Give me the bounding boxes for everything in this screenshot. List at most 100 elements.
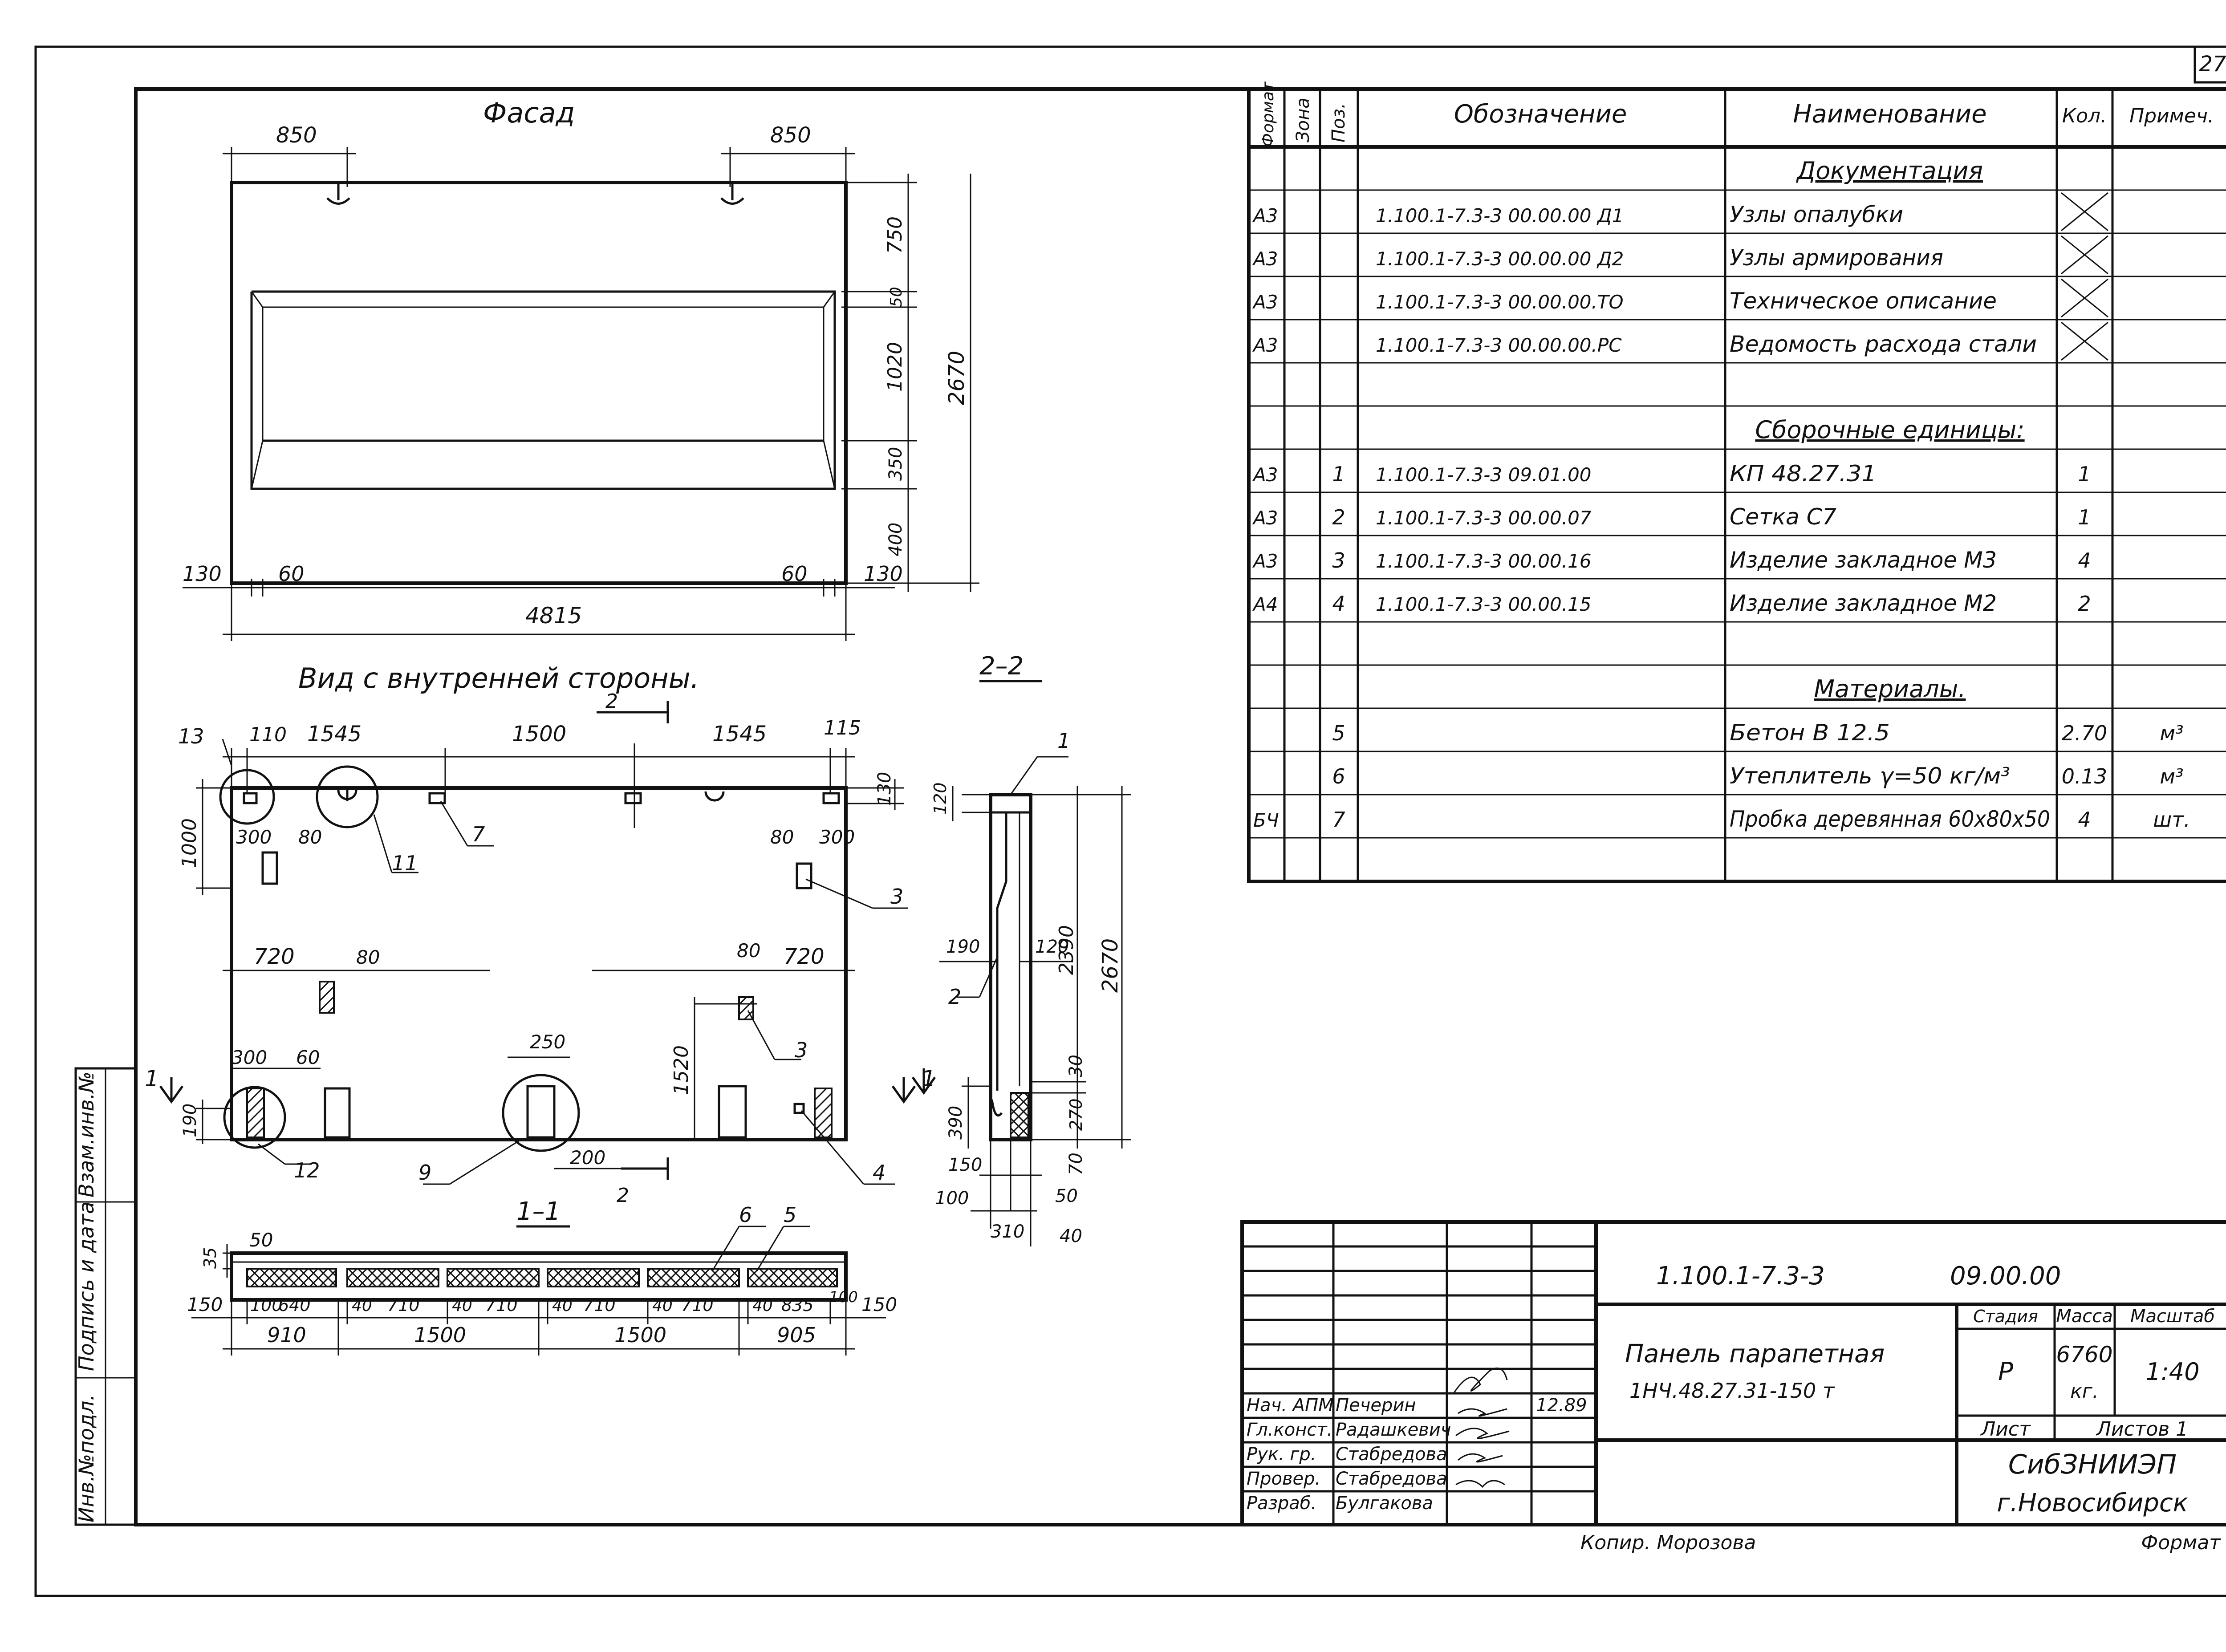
inner-dim-720-right: 720 — [784, 944, 825, 969]
margin-label-repl: Взам.инв.№ — [74, 1072, 98, 1197]
margin-label-inv: Инв.№подл. — [74, 1394, 98, 1522]
spec-header-format: Формат — [1259, 81, 1277, 147]
spec-section-title: Материалы. — [1814, 675, 1966, 703]
inner-cut-mark-bottom: 2 — [617, 1184, 629, 1207]
sec22-dim-310: 310 — [991, 1222, 1024, 1242]
facade-dim-60-left: 60 — [278, 562, 305, 586]
spec-cell-qty: 1 — [2078, 462, 2091, 486]
spec-cell-pos: 1 — [1332, 462, 1345, 486]
tb-person-name: Булгакова — [1336, 1493, 1433, 1514]
spec-section-title: Сборочные единицы: — [1755, 416, 2024, 444]
sec11-dim-710-c: 710 — [583, 1295, 616, 1315]
inner-dim-115: 115 — [824, 717, 861, 739]
tb-person-name: Радашкевич — [1336, 1420, 1451, 1440]
spec-header-zone: Зона — [1293, 97, 1313, 142]
spec-header-designation: Обозначение — [1454, 100, 1627, 129]
tb-role: Нач. АПМ — [1247, 1395, 1334, 1416]
facade-dim-4815: 4815 — [525, 603, 582, 629]
tb-city: г.Новосибирск — [1997, 1489, 2188, 1518]
spec-cell-name: Бетон В 12.5 — [1730, 720, 1890, 746]
spec-cell-code: 1.100.1-7.3-3 00.00.16 — [1376, 550, 1592, 572]
inner-view: Вид с внутренней стороны. 2 — [145, 662, 916, 1207]
tb-sheets-label: Листов 1 — [2096, 1418, 2188, 1441]
spec-cell-qty: 4 — [2078, 808, 2091, 832]
inner-dim-80-right: 80 — [770, 826, 794, 848]
facade-dim-1020: 1020 — [884, 342, 906, 392]
tb-role: Гл.конст. — [1247, 1420, 1332, 1440]
spec-cell-qty: 2.70 — [2062, 721, 2107, 745]
inner-title: Вид с внутренней стороны. — [298, 662, 699, 694]
facade-dim-850-right: 850 — [770, 123, 811, 148]
tb-scale-label: Масштаб — [2130, 1306, 2215, 1327]
sec11-dim-640: 640 — [278, 1295, 311, 1315]
spec-cell-name: Изделие закладное М3 — [1730, 547, 1997, 573]
sec11-dim-910: 910 — [267, 1323, 306, 1347]
spec-row: 5 Бетон В 12.5 2.70 м³ — [1332, 720, 2183, 746]
section-1-1-insulation — [246, 1268, 838, 1287]
spec-cell-name: Техническое описание — [1730, 288, 1997, 314]
spec-cell-note: м³ — [2160, 721, 2183, 745]
inner-dim-80-left: 80 — [298, 826, 322, 848]
inner-label-13: 13 — [178, 724, 204, 748]
inner-label-12: 12 — [294, 1158, 320, 1182]
spec-cell-format: БЧ — [1253, 809, 1279, 831]
spec-cell-code: 1.100.1-7.3-3 09.01.00 — [1376, 464, 1592, 486]
sec22-dim-390: 390 — [946, 1106, 966, 1140]
signatures — [1453, 1367, 1510, 1488]
tb-sheet-label: Лист — [1980, 1418, 2031, 1441]
spec-cell-name: Изделие закладное М2 — [1730, 590, 1997, 616]
inner-dim-300-bottom: 300 — [232, 1047, 267, 1068]
sec22-dim-270: 270 — [1066, 1098, 1086, 1131]
spec-cell-name: Узлы опалубки — [1730, 202, 1903, 227]
inner-dim-80-mid-left: 80 — [356, 946, 380, 968]
spec-cross-mark — [2061, 321, 2108, 361]
tb-role: Разраб. — [1247, 1493, 1316, 1514]
sec22-dim-2670: 2670 — [1098, 938, 1123, 993]
tb-product-name: Панель парапетная — [1625, 1339, 1885, 1368]
tb-mass-label: Масса — [2056, 1306, 2113, 1327]
spec-header-note: Примеч. — [2129, 105, 2214, 127]
inner-label-11: 11 — [392, 851, 418, 875]
sec11-dim-710-b: 710 — [485, 1295, 518, 1315]
spec-cell-qty: 2 — [2078, 592, 2091, 616]
spec-header-name: Наименование — [1793, 100, 1986, 129]
inner-cut-mark-top: 2 — [605, 690, 618, 713]
spec-cell-format: А3 — [1252, 550, 1278, 572]
spec-cell-qty: 0.13 — [2062, 764, 2107, 788]
sec11-dim-50: 50 — [249, 1229, 273, 1251]
spec-header-pos: Поз. — [1328, 103, 1349, 142]
tb-mass-unit: кг. — [2070, 1380, 2099, 1403]
spec-cell-pos: 5 — [1332, 721, 1345, 745]
sec11-dim-710-a: 710 — [387, 1295, 420, 1315]
tb-designation-suffix: 09.00.00 — [1950, 1262, 2061, 1291]
sec11-label-6: 6 — [739, 1203, 752, 1227]
inner-label-7: 7 — [472, 822, 485, 846]
sec11-dim-40-e: 40 — [752, 1297, 773, 1315]
section-2-2: 2–2 120 190 120 2390 — [911, 652, 1131, 1246]
spec-cell-name: Сетка С7 — [1730, 504, 1836, 530]
format-label: Формат А3 — [2141, 1531, 2226, 1554]
inner-dim-130: 130 — [874, 772, 895, 806]
inner-label-4: 4 — [873, 1161, 886, 1185]
sec22-dim-190: 190 — [946, 937, 980, 957]
tb-person-name: Печерин — [1336, 1395, 1416, 1416]
inner-label-3-top: 3 — [890, 885, 903, 909]
sec11-dim-100-left: 100 — [250, 1295, 283, 1315]
tb-role: Рук. гр. — [1247, 1444, 1316, 1465]
sec11-dim-40-b: 40 — [452, 1297, 472, 1315]
spec-crosses — [2061, 192, 2108, 361]
inner-dim-110: 110 — [249, 723, 287, 746]
sec22-dim-2390: 2390 — [1055, 925, 1078, 975]
tb-mass: 6760 — [2056, 1342, 2112, 1368]
spec-row: Материалы. — [1814, 675, 1966, 703]
inner-dim-250: 250 — [530, 1031, 565, 1053]
sec22-dim-120-top: 120 — [930, 782, 950, 815]
